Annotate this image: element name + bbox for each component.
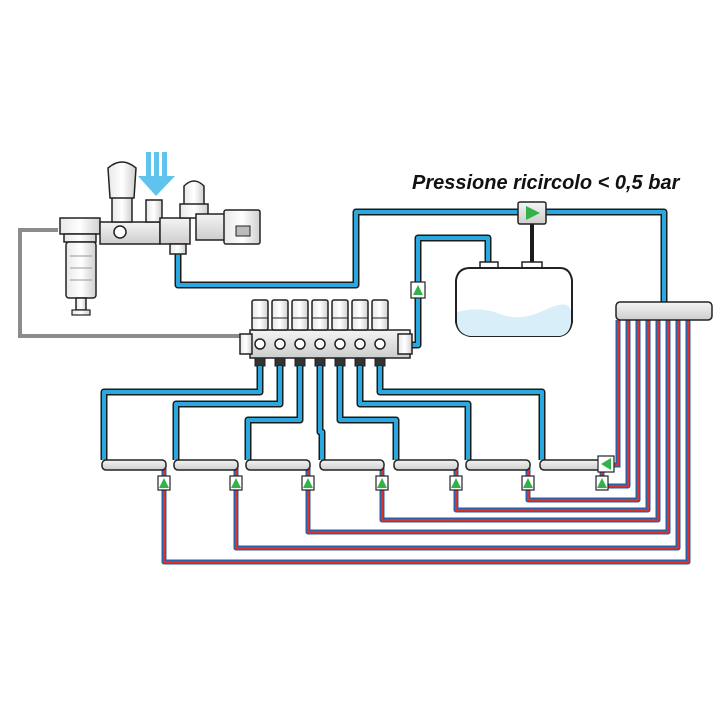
collector bbox=[319, 459, 389, 491]
tank-supply-valve bbox=[410, 281, 426, 299]
manifold-valve bbox=[251, 299, 269, 367]
return-valve bbox=[597, 320, 621, 473]
branch-pipe bbox=[100, 366, 264, 460]
flow-arrow-icon bbox=[526, 206, 540, 220]
collectors bbox=[101, 281, 621, 491]
branch-pipe bbox=[336, 366, 400, 460]
recirculation-valve bbox=[517, 201, 547, 225]
flow-arrow-icon bbox=[601, 458, 611, 470]
collector bbox=[173, 459, 243, 491]
flow-arrow-icon bbox=[451, 478, 461, 488]
flow-arrow-icon bbox=[231, 478, 241, 488]
branch-pipe bbox=[244, 366, 304, 460]
collector bbox=[393, 459, 463, 491]
manifold-valve bbox=[311, 299, 329, 367]
flow-arrow-icon bbox=[159, 478, 169, 488]
collector bbox=[465, 459, 535, 491]
return-collector bbox=[615, 301, 713, 321]
flow-arrow-icon bbox=[377, 478, 387, 488]
branch-pipe bbox=[376, 366, 546, 460]
grey-return-pipe bbox=[18, 228, 250, 338]
branch-pipes bbox=[100, 366, 546, 460]
collector bbox=[539, 459, 609, 491]
flow-arrow-icon bbox=[413, 285, 423, 295]
branch-pipe bbox=[356, 366, 472, 460]
filter-valve-assembly bbox=[59, 161, 261, 316]
collector bbox=[245, 459, 315, 491]
loop-pipes bbox=[161, 320, 691, 565]
branch-pipe bbox=[172, 366, 284, 460]
manifold-valve bbox=[291, 299, 309, 367]
manifold-valve bbox=[331, 299, 349, 367]
manifold-valve bbox=[351, 299, 369, 367]
flow-arrow-icon bbox=[523, 478, 533, 488]
inlet-arrow-icon bbox=[138, 152, 175, 196]
manifold-valve bbox=[371, 299, 389, 367]
pressure-caption: Pressione ricircolo < 0,5 bar bbox=[412, 172, 680, 194]
manifold-valves bbox=[251, 299, 389, 367]
expansion-tank bbox=[455, 261, 573, 337]
flow-arrow-icon bbox=[597, 478, 607, 488]
distribution-manifold bbox=[239, 329, 413, 359]
flow-arrow-icon bbox=[303, 478, 313, 488]
manifold-valve bbox=[271, 299, 289, 367]
collector bbox=[101, 459, 171, 491]
loop-pipe bbox=[161, 320, 691, 565]
